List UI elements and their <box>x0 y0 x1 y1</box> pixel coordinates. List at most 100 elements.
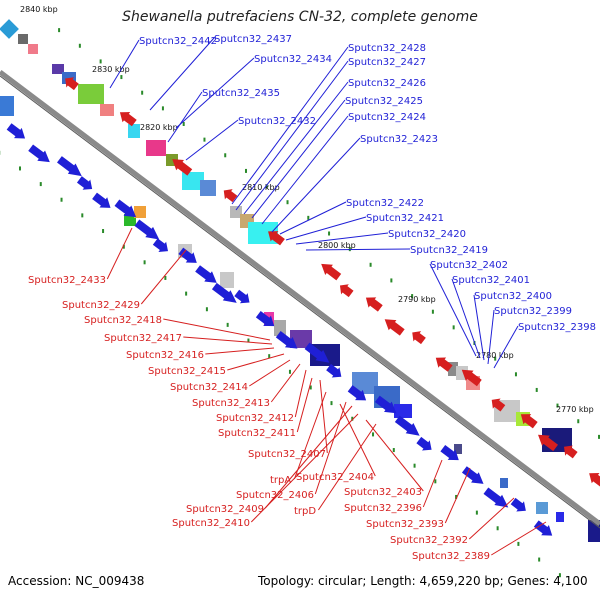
gc-dot <box>411 294 414 299</box>
cog-block <box>536 502 548 514</box>
cog-block <box>230 206 242 218</box>
cog-block <box>500 478 508 488</box>
kbp-tick-label: 2790 kbp <box>398 295 436 304</box>
reverse-gene-arrow <box>65 77 79 91</box>
gc-dot <box>455 494 458 499</box>
gc-dot <box>99 59 102 64</box>
forward-gene-arrow <box>6 123 26 139</box>
forward-leader-line <box>261 115 349 225</box>
reverse-leader-line <box>140 249 187 305</box>
kbp-tick-label: 2800 kbp <box>318 241 356 250</box>
forward-leader-line <box>175 57 255 129</box>
reverse-leader-line <box>227 353 285 371</box>
reverse-gene-label: trpD <box>294 506 316 517</box>
kbp-tick-label: 2820 kbp <box>140 123 178 132</box>
reverse-gene-label: trpA <box>270 475 291 486</box>
genome-backbone <box>0 70 600 526</box>
gc-dot <box>122 244 125 249</box>
reverse-gene-label: Sputcn32_2407 <box>248 449 326 460</box>
forward-gene-arrow <box>394 415 420 436</box>
cog-block <box>274 320 286 336</box>
forward-gene-label: Sputcn32_2401 <box>452 275 530 286</box>
reverse-gene-label: Sputcn32_2412 <box>216 413 294 424</box>
gc-dot <box>452 325 455 330</box>
forward-gene-label: Sputcn32_2442 <box>139 36 217 47</box>
forward-gene-label: Sputcn32_2421 <box>366 213 444 224</box>
gc-dot <box>431 309 434 314</box>
cog-block <box>28 44 38 54</box>
forward-leader-line <box>285 216 367 241</box>
reverse-gene-arrow <box>384 319 405 336</box>
reverse-gene-label: Sputcn32_2396 <box>344 503 422 514</box>
cog-block <box>134 206 146 218</box>
forward-gene-arrow <box>28 144 50 163</box>
gc-dot <box>558 573 561 578</box>
map-title: Shewanella putrefaciens CN-32, complete … <box>122 9 478 25</box>
forward-gene-label: Sputcn32_2400 <box>474 291 552 302</box>
cog-block <box>200 180 216 196</box>
forward-gene-label: Sputcn32_2428 <box>348 43 426 54</box>
reverse-gene-arrow <box>321 263 342 281</box>
forward-leader-line <box>235 60 349 211</box>
cog-block <box>0 19 19 39</box>
forward-leader-line <box>243 81 349 215</box>
forward-leader-line <box>185 119 239 161</box>
reverse-leader-line <box>468 497 515 540</box>
reverse-gene-arrow <box>538 434 559 452</box>
gc-dot <box>185 291 188 296</box>
gc-dot <box>78 43 81 48</box>
reverse-gene-arrow <box>412 331 426 345</box>
reverse-gene-label: Sputcn32_2433 <box>28 275 106 286</box>
forward-gene-arrow <box>440 444 459 461</box>
forward-leader-line <box>429 263 477 357</box>
reverse-gene-label: Sputcn32_2403 <box>344 487 422 498</box>
forward-gene-label: Sputcn32_2427 <box>348 57 426 68</box>
gc-dot <box>496 526 499 531</box>
gc-dot <box>141 90 144 95</box>
gc-dot <box>351 416 354 421</box>
forward-gene-label: Sputcn32_2437 <box>214 34 292 45</box>
reverse-leader-line <box>296 377 313 433</box>
reverse-leader-line <box>319 379 328 454</box>
reverse-leader-line <box>106 227 133 280</box>
forward-gene-label: Sputcn32_2432 <box>238 116 316 127</box>
forward-leader-line <box>305 248 411 251</box>
reverse-gene-label: Sputcn32_2416 <box>126 350 204 361</box>
reverse-leader-line <box>422 459 443 508</box>
gc-dot <box>58 28 61 33</box>
gc-dot <box>247 338 250 343</box>
cog-block <box>124 214 136 226</box>
forward-gene-arrow <box>304 342 330 363</box>
forward-gene-arrow <box>92 192 111 208</box>
cog-block <box>454 444 462 454</box>
gc-dot <box>205 307 208 312</box>
gc-dot <box>120 75 123 80</box>
gc-dot <box>286 200 289 205</box>
gc-dot <box>434 479 437 484</box>
forward-gene-arrow <box>533 520 553 536</box>
reverse-leader-line <box>250 413 359 523</box>
kbp-tick-label: 2780 kbp <box>476 351 514 360</box>
reverse-leader-line <box>365 419 424 492</box>
forward-gene-label: Sputcn32_2419 <box>410 245 488 256</box>
gc-dot <box>369 262 372 267</box>
reverse-leader-line <box>264 405 353 509</box>
reverse-gene-label: Sputcn32_2393 <box>366 519 444 530</box>
cog-block <box>448 362 458 376</box>
forward-gene-arrow <box>57 156 82 177</box>
reverse-gene-label: Sputcn32_2414 <box>170 382 248 393</box>
reverse-strand-genes <box>65 77 600 488</box>
forward-leader-line <box>295 232 389 245</box>
forward-gene-label: Sputcn32_2435 <box>202 88 280 99</box>
forward-gene-label: Sputcn32_2422 <box>346 198 424 209</box>
reverse-leader-line <box>317 423 377 511</box>
forward-gene-label: Sputcn32_2425 <box>345 96 423 107</box>
gc-dot <box>224 153 227 158</box>
gc-dot <box>164 275 167 280</box>
cog-block <box>78 84 104 104</box>
forward-gene-arrow <box>275 330 298 349</box>
gc-dot <box>390 278 393 283</box>
forward-gene-arrow <box>152 238 169 252</box>
cog-block <box>0 96 14 116</box>
